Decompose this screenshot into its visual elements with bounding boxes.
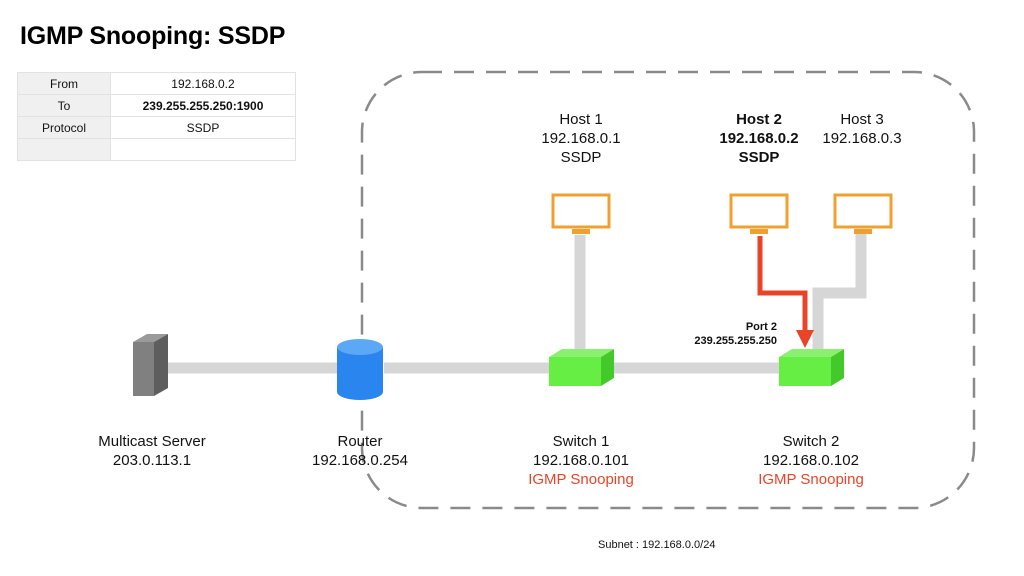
- table-key: To: [17, 94, 111, 117]
- table-row: From 192.168.0.2: [17, 72, 296, 95]
- router-ip: 192.168.0.254: [312, 452, 408, 469]
- port-group-address: 239.255.255.250: [694, 335, 777, 347]
- network-links: [168, 232, 867, 374]
- host1-label: Host 1 192.168.0.1 SSDP: [541, 110, 620, 167]
- multicast-server-ip: 203.0.113.1: [112, 452, 192, 469]
- table-value: SSDP: [110, 116, 296, 139]
- host1-ip: 192.168.0.1: [541, 130, 621, 147]
- table-key: From: [17, 72, 111, 95]
- table-key: [17, 138, 111, 161]
- host2-name: Host 2: [736, 111, 782, 128]
- port-number: Port 2: [745, 321, 777, 333]
- table-value: [110, 138, 296, 161]
- table-value: 192.168.0.2: [110, 72, 296, 95]
- multicast-server-label: Multicast Server 203.0.113.1: [98, 432, 206, 470]
- switch1-feature: IGMP Snooping: [528, 471, 634, 488]
- subnet-boundary: [360, 70, 976, 510]
- switch2-icon: [779, 349, 844, 386]
- host1-monitor-icon: [551, 193, 611, 234]
- server-icon: [133, 334, 168, 396]
- switch1-ip: 192.168.0.101: [533, 452, 629, 469]
- host2-label: Host 2 192.168.0.2 SSDP: [719, 110, 798, 167]
- port-label: Port 2 239.255.255.250: [694, 320, 777, 348]
- router-name: Router: [337, 433, 383, 450]
- table-value: 239.255.255.250:1900: [110, 94, 296, 117]
- active-path-arrow: [757, 236, 814, 348]
- page-title: IGMP Snooping: SSDP: [20, 22, 286, 50]
- switch1-name: Switch 1: [552, 433, 610, 450]
- host3-name: Host 3: [840, 111, 884, 128]
- host2-monitor-icon: [729, 193, 789, 234]
- host3-label: Host 3 192.168.0.3: [822, 110, 901, 148]
- host1-name: Host 1: [559, 111, 603, 128]
- table-row: To 239.255.255.250:1900: [17, 94, 296, 117]
- link-switch2-host3: [812, 232, 867, 350]
- switch2-label: Switch 2 192.168.0.102 IGMP Snooping: [758, 432, 864, 489]
- host3-monitor-icon: [833, 193, 893, 234]
- switch2-feature: IGMP Snooping: [758, 471, 864, 488]
- switch2-ip: 192.168.0.102: [763, 452, 859, 469]
- switch1-icon: [549, 349, 614, 386]
- table-row: Protocol SSDP: [17, 116, 296, 139]
- subnet-label: Subnet : 192.168.0.0/24: [598, 539, 716, 551]
- table-row: [17, 138, 296, 161]
- switch1-label: Switch 1 192.168.0.101 IGMP Snooping: [528, 432, 634, 489]
- router-icon: [337, 339, 383, 400]
- host3-ip: 192.168.0.3: [822, 130, 902, 147]
- switch2-name: Switch 2: [782, 433, 840, 450]
- host2-ip: 192.168.0.2: [719, 130, 799, 147]
- router-label: Router 192.168.0.254: [312, 432, 408, 470]
- host2-protocol: SSDP: [738, 149, 780, 166]
- packet-info-table: From 192.168.0.2 To 239.255.255.250:1900…: [17, 72, 296, 161]
- host1-protocol: SSDP: [560, 149, 602, 166]
- multicast-server-name: Multicast Server: [98, 433, 206, 450]
- table-key: Protocol: [17, 116, 111, 139]
